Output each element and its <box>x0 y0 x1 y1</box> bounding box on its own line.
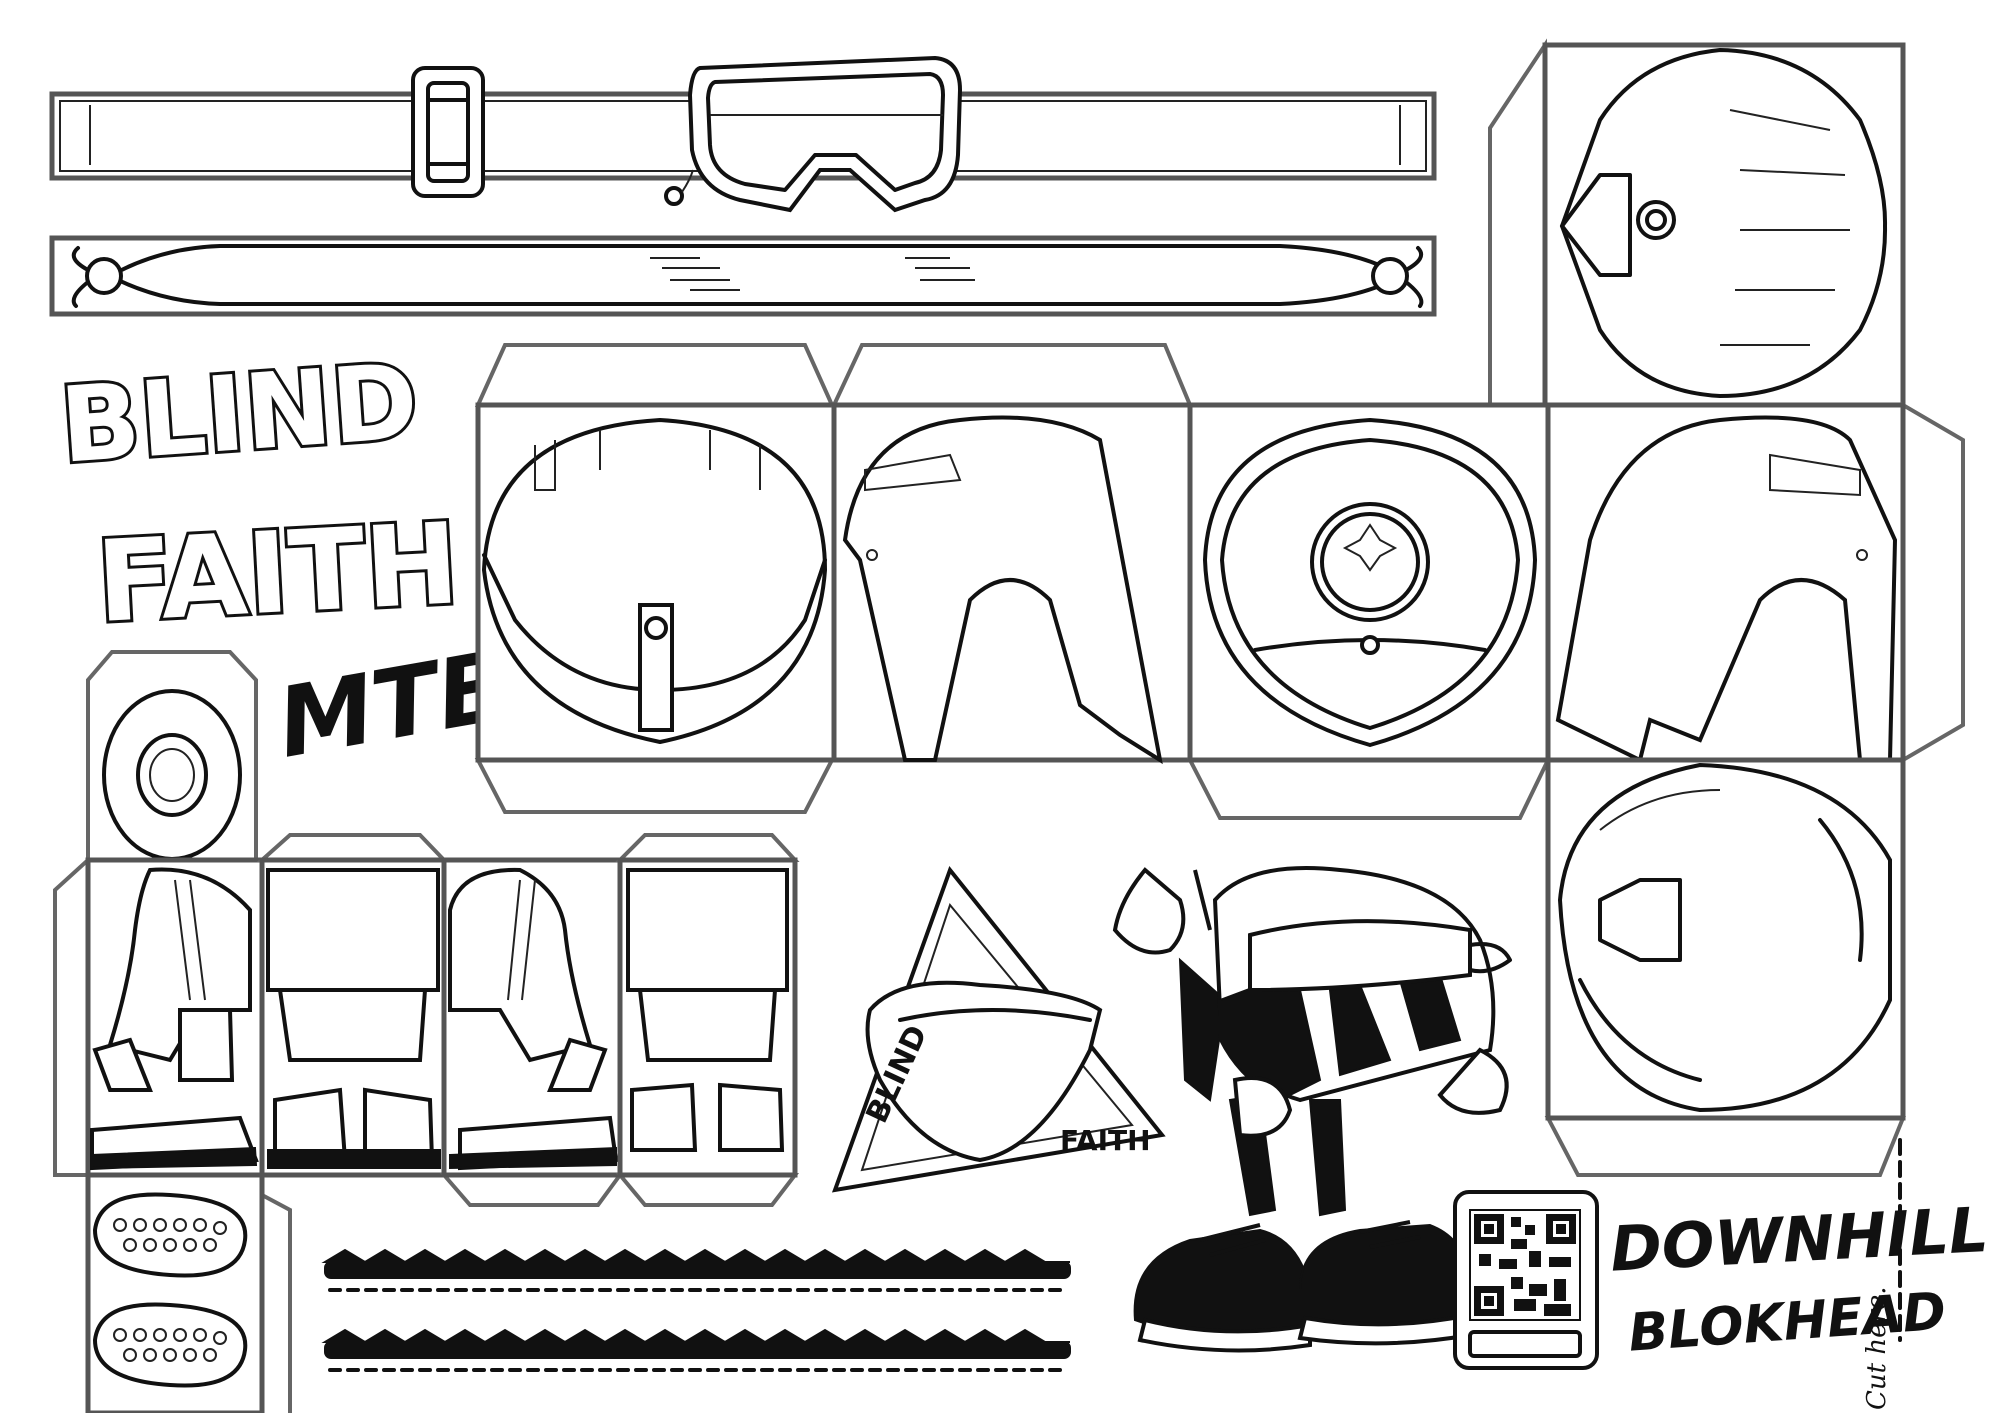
body-side-right <box>439 857 624 1207</box>
body-front <box>256 833 449 1178</box>
logo-line-1: BLIND <box>56 340 421 487</box>
strap-buckle <box>411 66 485 198</box>
helmet-bottom <box>1544 757 1906 1177</box>
badge-right-text: FAITH <box>1060 1124 1151 1157</box>
downhill-blokhead-signature: DOWNHILL BLOKHEAD <box>1608 1193 1990 1364</box>
cut-note: Cut here. <box>1862 1286 1892 1410</box>
helmet-side-left <box>830 343 1193 765</box>
helmet-front <box>474 343 837 814</box>
shoe-soles <box>85 1172 292 1413</box>
head-top-circle <box>86 650 258 862</box>
cut-line: Cut here. <box>1862 1138 1902 1410</box>
tire-track-strip-2 <box>321 1328 1071 1372</box>
helmet-top <box>1488 38 1906 408</box>
tire-track-strip-1 <box>321 1248 1071 1292</box>
goggle-strap <box>49 55 1437 213</box>
mascot-figure <box>1112 866 1512 1353</box>
helmet-back <box>1186 402 1552 820</box>
body-back <box>615 833 800 1207</box>
helmet-side-right <box>1545 401 1965 764</box>
body-side-left <box>53 855 265 1178</box>
logo-line-2: FAITH <box>94 499 462 648</box>
bandana-strip <box>49 235 1437 317</box>
qr-code[interactable] <box>1453 1190 1599 1370</box>
blind-faith-badge: BLIND FAITH <box>831 865 1166 1193</box>
signature-line-1: DOWNHILL <box>1608 1193 1990 1286</box>
goggle-lens <box>664 55 963 213</box>
